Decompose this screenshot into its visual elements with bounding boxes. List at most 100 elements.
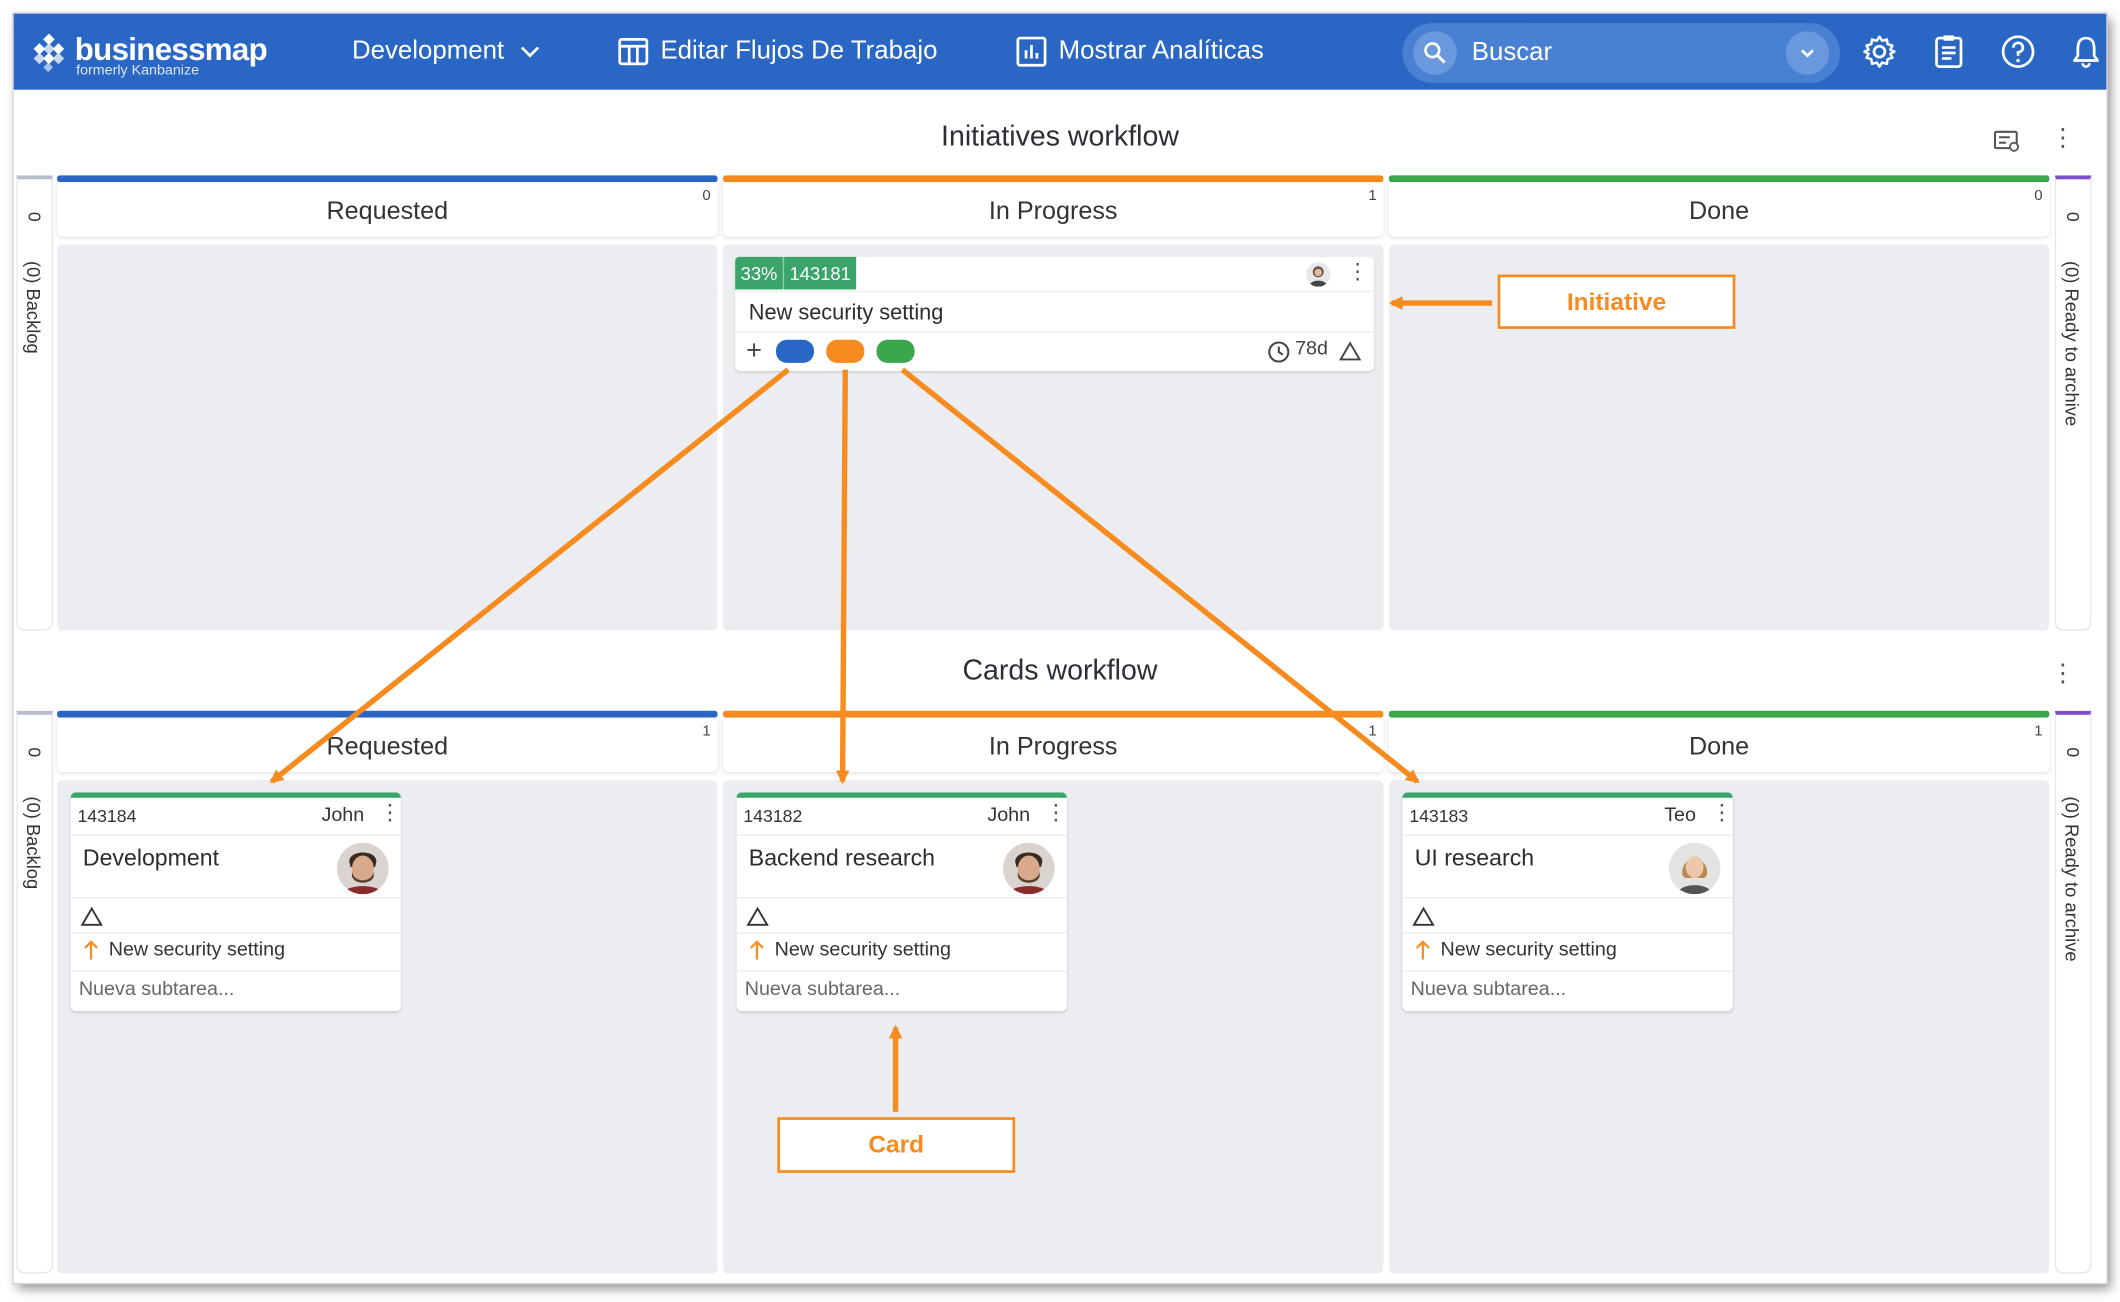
- cards-archive-column[interactable]: 0 (0) Ready to archive: [2054, 710, 2092, 1274]
- parent-link[interactable]: New security setting: [83, 939, 285, 961]
- initiatives-workflow-title: Initiatives workflow: [941, 120, 1179, 153]
- parent-title: New security setting: [774, 939, 951, 961]
- board-selector-label: Development: [351, 36, 505, 66]
- initiative-id[interactable]: 143181: [789, 262, 851, 284]
- workflow-filter-icon[interactable]: [1993, 129, 2021, 153]
- initiatives-workflow-menu-icon[interactable]: ⋮: [2050, 123, 2076, 151]
- clock-icon: [1268, 341, 1290, 363]
- archive-count: 0: [2062, 211, 2084, 222]
- card-title[interactable]: Development: [82, 845, 220, 872]
- assignee-avatar[interactable]: [1668, 842, 1721, 895]
- businessmap-logo-icon[interactable]: [29, 33, 70, 74]
- archive-count: 0: [2062, 747, 2084, 758]
- column-name: Requested: [326, 195, 449, 225]
- wip-count: 0: [2034, 187, 2043, 204]
- initiatives-archive-column[interactable]: 0 (0) Ready to archive: [2054, 175, 2092, 631]
- wip-count: 1: [1368, 723, 1377, 740]
- card-menu-icon[interactable]: ⋮: [1045, 801, 1067, 825]
- column-name: In Progress: [988, 731, 1118, 760]
- requested-color-bar: [57, 710, 718, 718]
- card-id[interactable]: 143183: [1409, 805, 1469, 827]
- cards-requested-header[interactable]: Requested 1: [57, 717, 718, 772]
- new-subtask-input[interactable]: Nueva subtarea...: [1410, 978, 1567, 1001]
- initiative-card[interactable]: 33% 143181 ⋮ New security setting + 78d: [735, 256, 1374, 372]
- done-color-bar: [1388, 175, 2050, 183]
- search-input[interactable]: Buscar: [1471, 38, 1553, 67]
- new-subtask-input[interactable]: Nueva subtarea...: [744, 978, 901, 1001]
- backlog-label: (0) Backlog: [23, 260, 44, 354]
- search-dropdown-chevron-icon[interactable]: [1785, 31, 1830, 75]
- search-box[interactable]: Buscar: [1402, 23, 1841, 83]
- in-progress-color-bar: [722, 710, 1384, 718]
- add-child-button[interactable]: +: [746, 335, 762, 366]
- column-name: Requested: [326, 731, 449, 760]
- assignee-avatar[interactable]: [337, 842, 389, 895]
- board-window: businessmap formerly Kanbanize Developme…: [13, 13, 2107, 1283]
- card-title[interactable]: UI research: [1414, 845, 1535, 872]
- parent-arrow-up-icon: [84, 940, 98, 960]
- cards-workflow-title: Cards workflow: [962, 655, 1158, 687]
- initiatives-backlog-column[interactable]: 0 (0) Backlog: [16, 175, 53, 631]
- card-owner[interactable]: John: [987, 804, 1031, 827]
- parent-title: New security setting: [1440, 939, 1617, 961]
- backlog-count: 0: [24, 747, 45, 758]
- search-icon[interactable]: [1413, 31, 1457, 75]
- card-title[interactable]: Backend research: [748, 845, 936, 872]
- parent-title: New security setting: [108, 939, 286, 961]
- cards-done-header[interactable]: Done 1: [1388, 717, 2050, 772]
- backlog-count: 0: [24, 211, 45, 222]
- warning-triangle-icon: [746, 906, 769, 926]
- card-id[interactable]: 143182: [743, 805, 803, 827]
- brand-name[interactable]: businessmap: [74, 31, 268, 67]
- column-name: Done: [1689, 731, 1750, 760]
- column-name: In Progress: [988, 195, 1118, 225]
- progress-percent: 33%: [740, 262, 778, 284]
- card-development[interactable]: 143184 John ⋮ Development New security s…: [70, 792, 401, 1012]
- notifications-bell-icon[interactable]: [2066, 31, 2107, 72]
- show-analytics-label: Mostrar Analíticas: [1058, 36, 1264, 66]
- wip-count: 1: [1368, 187, 1377, 204]
- initiatives-requested-lane[interactable]: [57, 244, 718, 631]
- in-progress-progress-pill[interactable]: [826, 339, 865, 363]
- cards-workflow-menu-icon[interactable]: ⋮: [2050, 659, 2076, 687]
- chevron-down-icon: [520, 46, 540, 58]
- settings-gear-icon[interactable]: [1859, 31, 1900, 72]
- initiatives-done-header[interactable]: Done 0: [1388, 182, 2050, 237]
- edit-workflows-label: Editar Flujos De Trabajo: [660, 36, 938, 66]
- initiatives-in-progress-header[interactable]: In Progress 1: [722, 182, 1384, 237]
- requested-color-bar: [57, 175, 718, 183]
- card-owner[interactable]: Teo: [1664, 804, 1696, 827]
- card-backend-research[interactable]: 143182 John ⋮ Backend research New secur…: [736, 792, 1067, 1012]
- card-menu-icon[interactable]: ⋮: [1710, 801, 1733, 825]
- show-analytics-button[interactable]: Mostrar Analíticas: [1015, 14, 1264, 90]
- card-id[interactable]: 143184: [77, 805, 137, 827]
- wip-count: 1: [702, 723, 711, 740]
- initiatives-requested-header[interactable]: Requested 0: [57, 182, 718, 237]
- board-selector[interactable]: Development: [352, 14, 545, 90]
- edit-workflows-button[interactable]: Editar Flujos De Trabajo: [617, 14, 937, 90]
- card-menu-icon[interactable]: ⋮: [1346, 260, 1369, 285]
- analytics-chart-icon: [1016, 36, 1047, 67]
- parent-link[interactable]: New security setting: [1415, 939, 1617, 961]
- initiative-annotation-label: Initiative: [1497, 274, 1736, 329]
- card-menu-icon[interactable]: ⋮: [379, 801, 401, 825]
- card-owner[interactable]: John: [321, 804, 365, 827]
- parent-arrow-up-icon: [1415, 940, 1430, 960]
- clipboard-icon[interactable]: [1928, 31, 1969, 72]
- done-progress-pill[interactable]: [876, 339, 915, 363]
- card-annotation-label: Card: [777, 1117, 1016, 1173]
- archive-label: (0) Ready to archive: [2061, 260, 2082, 427]
- help-icon[interactable]: [1998, 31, 2039, 72]
- requested-progress-pill[interactable]: [775, 339, 815, 363]
- done-color-bar: [1388, 710, 2050, 718]
- archive-label: (0) Ready to archive: [2061, 796, 2082, 962]
- parent-link[interactable]: New security setting: [749, 939, 951, 961]
- cards-in-progress-header[interactable]: In Progress 1: [722, 717, 1384, 772]
- new-subtask-input[interactable]: Nueva subtarea...: [78, 978, 235, 1001]
- owner-avatar[interactable]: [1305, 262, 1331, 287]
- cards-backlog-column[interactable]: 0 (0) Backlog: [16, 710, 53, 1274]
- assignee-avatar[interactable]: [1002, 842, 1055, 895]
- initiative-title[interactable]: New security setting: [748, 301, 944, 325]
- card-ui-research[interactable]: 143183 Teo ⋮ UI research New security se…: [1402, 792, 1733, 1012]
- wip-count: 1: [2034, 723, 2043, 740]
